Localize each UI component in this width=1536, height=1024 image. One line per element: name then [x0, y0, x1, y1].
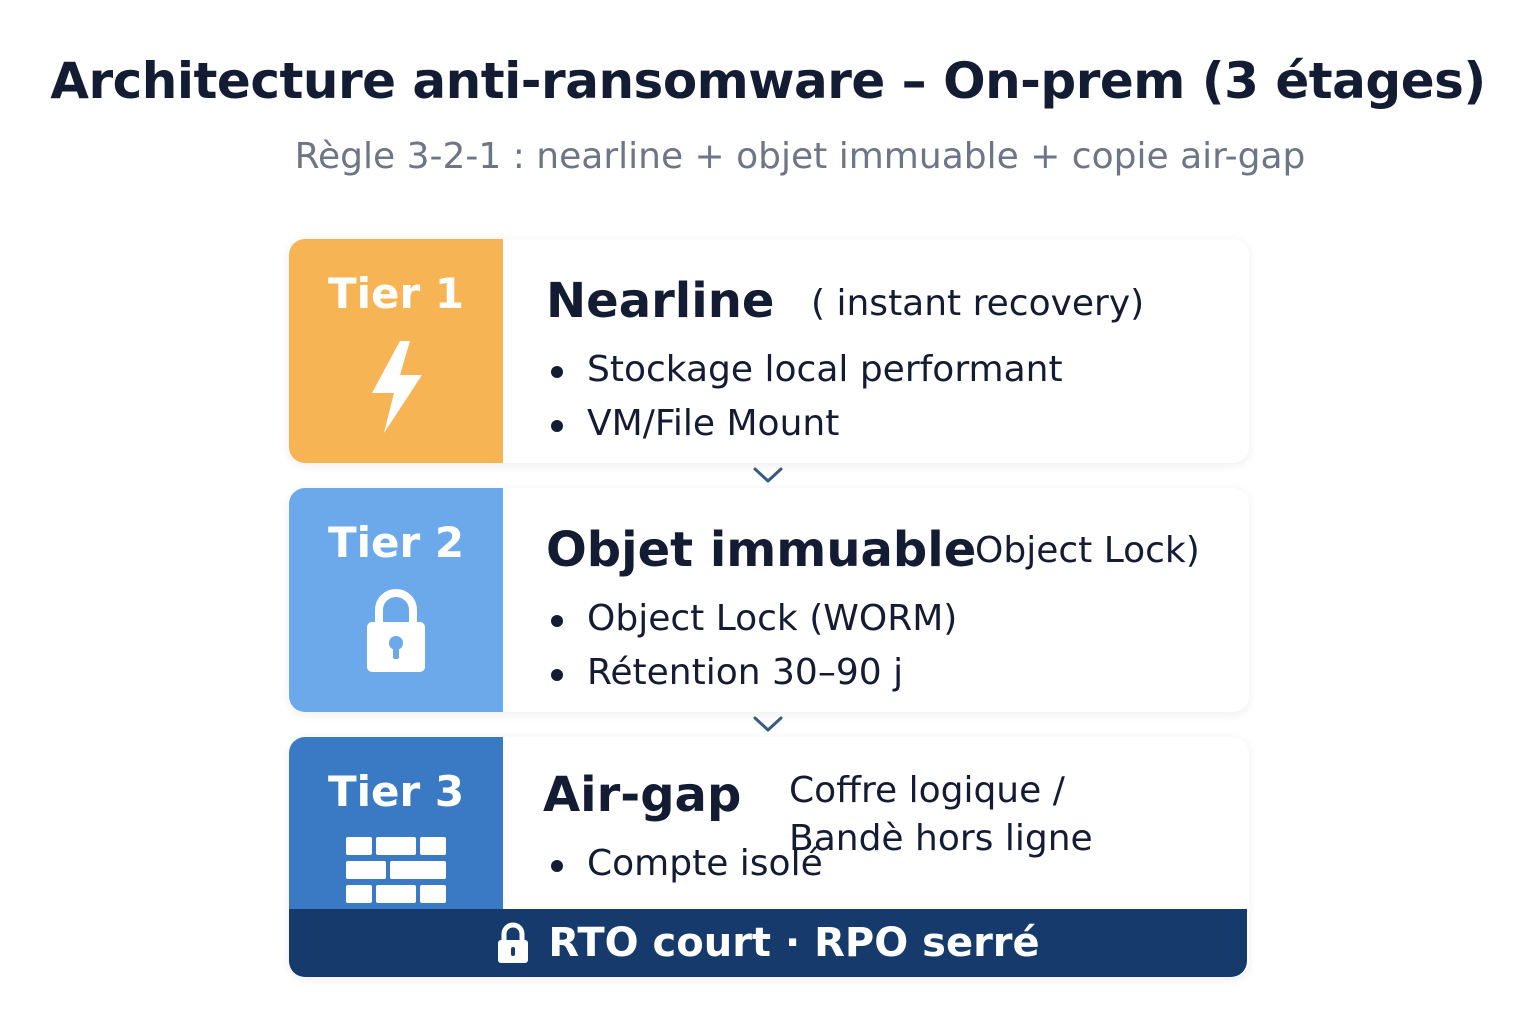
page-title: Architecture anti-ransomware – On-prem (… [50, 52, 1486, 110]
page-subtitle: Règle 3-2-1 : nearline + objet immuable … [294, 136, 1306, 177]
tier-3-badge: Tier 3 [289, 737, 503, 909]
tier-1-card: Tier 1 Nearline ( instant recovery) Stoc… [289, 239, 1249, 463]
list-item: VM/File Mount [551, 397, 1063, 451]
tier-1-note: ( instant recovery) [811, 283, 1145, 324]
list-item: Object Lock (WORM) [551, 592, 957, 646]
list-item: Compte isolé [551, 837, 823, 891]
tier-3-note: Coffre logique / Bandè hors ligne [789, 770, 1093, 859]
footer-banner: RTO court · RPO serré [289, 909, 1247, 977]
footer-text: RTO court · RPO serré [548, 920, 1040, 966]
brick-wall-icon [289, 837, 503, 903]
tier-1-badge-label: Tier 1 [327, 269, 465, 318]
tier-2-badge-label: Tier 2 [327, 518, 465, 567]
lock-icon [498, 922, 529, 963]
tier-1-name: Nearline [546, 273, 775, 329]
chevron-down-icon [753, 467, 783, 483]
lightning-icon [289, 339, 503, 435]
list-item: Stockage local performant [551, 343, 1063, 397]
tier-2-card: Tier 2 Objet immuable Object Lock) Objec… [289, 488, 1249, 712]
tier-1-badge: Tier 1 [289, 239, 503, 463]
tier-3-name: Air-gap [543, 767, 742, 823]
chevron-down-icon [753, 716, 783, 732]
padlock-icon [289, 588, 503, 674]
tier-2-badge: Tier 2 [289, 488, 503, 712]
tier-2-note: Object Lock) [975, 530, 1200, 571]
tier-2-bullets: Object Lock (WORM) Rétention 30–90 j [551, 592, 957, 700]
tier-2-name: Objet immuable [546, 522, 977, 578]
list-item: Rétention 30–90 j [551, 646, 957, 700]
tier-1-bullets: Stockage local performant VM/File Mount [551, 343, 1063, 451]
tier-3-badge-label: Tier 3 [327, 767, 465, 816]
tier-3-bullets: Compte isolé [551, 837, 823, 891]
